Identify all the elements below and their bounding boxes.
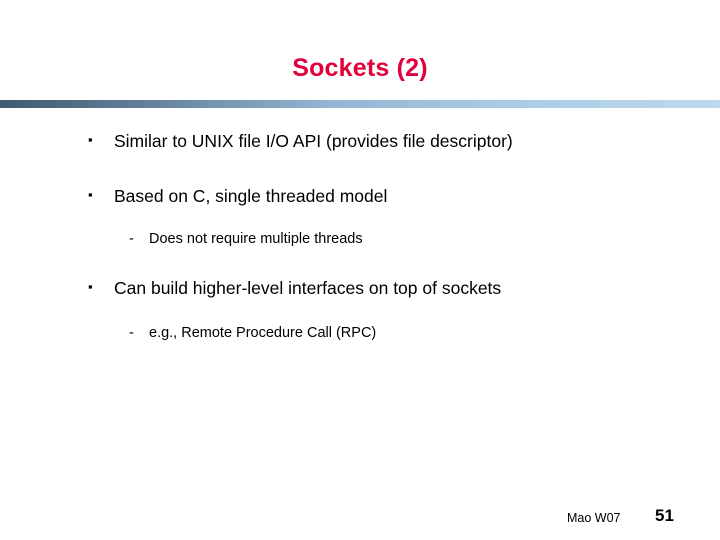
bullet-item: ▪ Similar to UNIX file I/O API (provides… — [85, 130, 645, 153]
bullet-text: Based on C, single threaded model — [114, 186, 388, 207]
footer-author: Mao W07 — [567, 511, 621, 525]
sub-bullet-text: e.g., Remote Procedure Call (RPC) — [149, 325, 377, 342]
dash-marker-icon: - — [129, 325, 134, 342]
dash-marker-icon: - — [129, 231, 134, 248]
slide-body: ▪ Similar to UNIX file I/O API (provides… — [85, 130, 645, 343]
footer-page-number: 51 — [655, 506, 674, 525]
page-title: Sockets (2) — [292, 54, 428, 82]
sub-bullet-item: - e.g., Remote Procedure Call (RPC) — [85, 324, 645, 343]
bullet-marker-icon: ▪ — [88, 279, 93, 295]
bullet-marker-icon: ▪ — [88, 132, 93, 147]
bullet-text: Similar to UNIX file I/O API (provides f… — [114, 131, 513, 151]
bullet-item: ▪ Can build higher-level interfaces on t… — [85, 277, 645, 300]
sub-bullet-item: - Does not require multiple threads — [85, 230, 645, 249]
spacer — [85, 300, 645, 324]
spacer — [85, 153, 645, 185]
spacer — [85, 208, 645, 230]
sub-bullet-text: Does not require multiple threads — [149, 231, 363, 248]
spacer — [85, 249, 645, 277]
bullet-text: Can build higher-level interfaces on top… — [114, 278, 502, 299]
bullet-item: ▪ Based on C, single threaded model — [85, 185, 645, 208]
bullet-marker-icon: ▪ — [88, 187, 93, 203]
title-divider — [0, 100, 720, 108]
